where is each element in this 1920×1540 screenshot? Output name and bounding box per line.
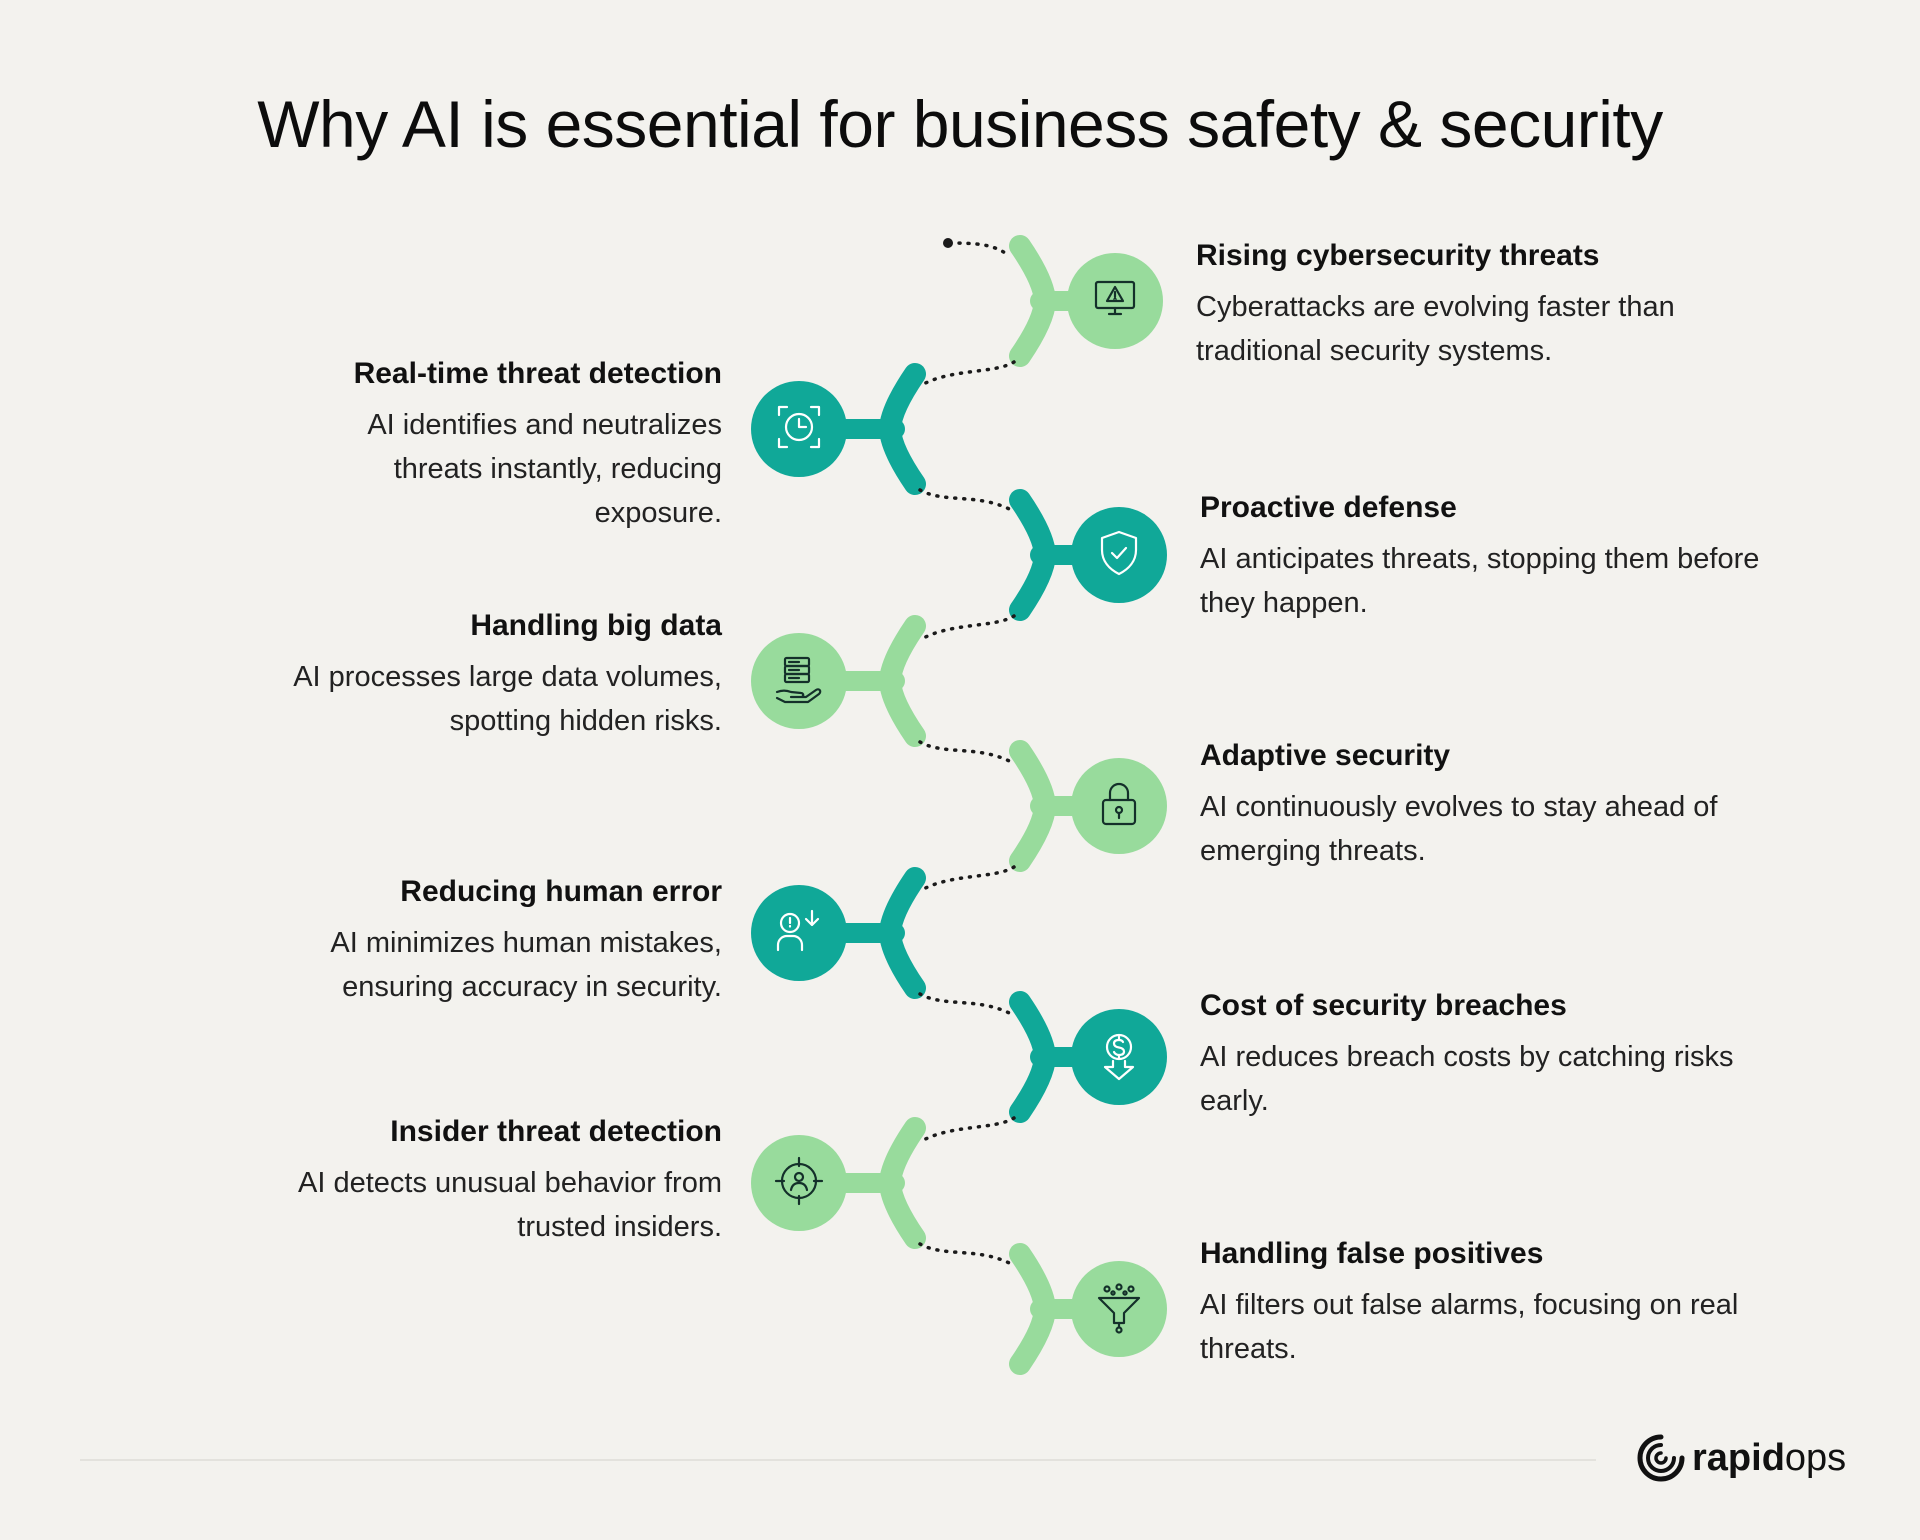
person-alert-icon <box>771 903 827 964</box>
step-description: AI anticipates threats, stopping them be… <box>1200 543 1760 619</box>
step-heading: Handling big data <box>470 609 722 642</box>
step-2-node <box>751 381 847 477</box>
step-description: AI identifies and neutralizes threats in… <box>367 409 722 529</box>
step-8-text: Insider threat detection AI detects unus… <box>162 1113 722 1249</box>
step-6-text: Reducing human error AI minimizes human … <box>162 873 722 1009</box>
step-heading: Cost of security breaches <box>1200 989 1567 1022</box>
brand-name-light: ops <box>1784 1436 1847 1479</box>
step-description: AI minimizes human mistakes, ensuring ac… <box>330 927 722 1003</box>
dotted-connector <box>918 992 1017 1018</box>
step-heading: Proactive defense <box>1200 491 1457 524</box>
step-1-node <box>1067 253 1163 349</box>
dotted-connector <box>918 614 1016 642</box>
step-heading: Adaptive security <box>1200 739 1451 772</box>
dotted-connector <box>948 241 1012 258</box>
step-6-node <box>751 885 847 981</box>
dotted-connector <box>918 1242 1017 1268</box>
step-description: AI reduces breach costs by catching risk… <box>1200 1041 1734 1117</box>
shield-check-icon <box>1091 525 1147 586</box>
step-5-text: Adaptive security AI continuously evolve… <box>1200 737 1760 873</box>
dotted-connector <box>918 360 1016 388</box>
step-1-text: Rising cybersecurity threats Cyberattack… <box>1196 237 1756 373</box>
step-description: AI filters out false alarms, focusing on… <box>1200 1289 1739 1365</box>
step-heading: Insider threat detection <box>390 1115 722 1148</box>
step-9-text: Handling false positives AI filters out … <box>1200 1235 1760 1371</box>
page-title: Why AI is essential for business safety … <box>257 87 1663 161</box>
funnel-icon <box>1091 1279 1147 1340</box>
dotted-connector <box>918 865 1016 893</box>
step-description: AI detects unusual behavior from trusted… <box>298 1167 722 1243</box>
data-hand-icon <box>771 651 827 712</box>
target-person-icon <box>771 1153 827 1214</box>
brand-name-bold: rapid <box>1692 1436 1785 1479</box>
step-3-text: Proactive defense AI anticipates threats… <box>1200 489 1760 625</box>
dotted-connector <box>918 1116 1016 1144</box>
step-heading: Reducing human error <box>400 875 722 908</box>
step-7-node <box>1071 1009 1167 1105</box>
dollar-down-icon <box>1091 1027 1147 1088</box>
step-4-text: Handling big data AI processes large dat… <box>162 607 722 743</box>
dotted-connector <box>918 740 1017 766</box>
monitor-warning-icon <box>1087 271 1143 332</box>
rapidops-logo-icon <box>1637 1434 1685 1482</box>
step-heading: Rising cybersecurity threats <box>1196 239 1600 272</box>
step-2-text: Real-time threat detection AI identifies… <box>162 355 722 535</box>
step-5-node <box>1071 758 1167 854</box>
step-7-text: Cost of security breaches AI reduces bre… <box>1200 987 1760 1123</box>
step-heading: Handling false positives <box>1200 1237 1544 1270</box>
step-8-node <box>751 1135 847 1231</box>
step-heading: Real-time threat detection <box>353 357 722 390</box>
timeline-start-dot <box>943 238 953 248</box>
step-3-node <box>1071 507 1167 603</box>
step-description: AI processes large data volumes, spottin… <box>293 661 722 737</box>
padlock-icon <box>1091 776 1147 837</box>
footer-divider <box>80 1459 1596 1461</box>
dotted-connector <box>918 488 1017 514</box>
step-description: Cyberattacks are evolving faster than tr… <box>1196 291 1675 367</box>
step-9-node <box>1071 1261 1167 1357</box>
clock-scan-icon <box>771 399 827 460</box>
step-4-node <box>751 633 847 729</box>
step-description: AI continuously evolves to stay ahead of… <box>1200 791 1718 867</box>
